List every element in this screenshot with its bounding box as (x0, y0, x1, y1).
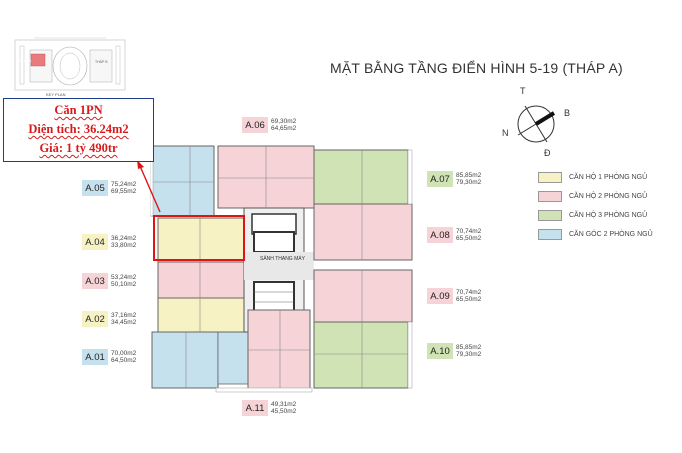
unit-code: A.07 (427, 171, 453, 187)
unit-gross-area: 49,31m2 (271, 400, 297, 408)
legend-label: CĂN HỘ 3 PHÒNG NGỦ (569, 212, 648, 219)
compass-b: B (564, 108, 571, 118)
compass-t: T (520, 86, 526, 96)
unit-net-area: 64,50m2 (111, 357, 137, 364)
unit-code: A.01 (82, 349, 108, 365)
unit-gross-area: 69,30m2 (271, 117, 297, 125)
promo-area: Diện tích: 36.24m2 (28, 122, 129, 136)
compass-icon (517, 105, 556, 143)
unit-gross-area: 36,24m2 (111, 234, 137, 242)
unit-net-area: 79,30m2 (456, 179, 482, 186)
promo-price: Giá: 1 tỷ 490tr (39, 141, 118, 155)
unit-code: A.06 (242, 117, 268, 133)
unit-code: A.03 (82, 273, 108, 289)
key-plan-label: KEY PLAN (46, 92, 66, 97)
unit-net-area: 45,50m2 (271, 408, 297, 415)
unit-code: A.04 (82, 234, 108, 250)
legend-label: CĂN HỘ 2 PHÒNG NGỦ (569, 193, 648, 200)
floor-plan-drawing (149, 145, 413, 393)
legend: CĂN HỘ 1 PHÒNG NGỦ CĂN HỘ 2 PHÒNG NGỦ CĂ… (538, 168, 653, 244)
legend-item: CĂN GÓC 2 PHÒNG NGỦ (538, 225, 653, 244)
unit-net-area: 65,50m2 (456, 296, 482, 303)
unit-code: A.08 (427, 227, 453, 243)
legend-swatch (538, 210, 562, 221)
unit-gross-area: 70,74m2 (456, 227, 482, 235)
compass-n: N (502, 128, 509, 138)
unit-net-area: 33,80m2 (111, 242, 137, 249)
legend-swatch (538, 191, 562, 202)
lobby-label: SẢNH THANG MÁY (260, 256, 305, 262)
unit-net-area: 69,55m2 (111, 188, 137, 195)
compass: T B N Đ (492, 84, 582, 164)
legend-swatch (538, 172, 562, 183)
legend-item: CĂN HỘ 1 PHÒNG NGỦ (538, 168, 653, 187)
unit-net-area: 79,30m2 (456, 351, 482, 358)
legend-item: CĂN HỘ 2 PHÒNG NGỦ (538, 187, 653, 206)
unit-net-area: 50,10m2 (111, 281, 137, 288)
key-plan-tower-a: THÁP A (19, 59, 32, 63)
legend-swatch (538, 229, 562, 240)
highlight-box-a04 (153, 215, 245, 261)
unit-gross-area: 75,24m2 (111, 180, 137, 188)
unit-gross-area: 85,85m2 (456, 171, 482, 179)
unit-gross-area: 53,24m2 (111, 273, 137, 281)
unit-code: A.10 (427, 343, 453, 359)
legend-item: CĂN HỘ 3 PHÒNG NGỦ (538, 206, 653, 225)
page-title: MẶT BẰNG TẦNG ĐIỂN HÌNH 5-19 (THÁP A) (330, 60, 623, 76)
unit-net-area: 34,45m2 (111, 319, 137, 326)
unit-code: A.05 (82, 180, 108, 196)
legend-label: CĂN HỘ 1 PHÒNG NGỦ (569, 174, 648, 181)
unit-code: A.09 (427, 288, 453, 304)
key-plan-tower-b: THÁP B (95, 60, 108, 64)
key-plan-drawing (14, 37, 126, 91)
unit-gross-area: 37,16m2 (111, 311, 137, 319)
unit-net-area: 64,65m2 (271, 125, 297, 132)
unit-gross-area: 85,85m2 (456, 343, 482, 351)
promo-box: Căn 1PN Diện tích: 36.24m2 Giá: 1 tỷ 490… (3, 98, 154, 162)
unit-gross-area: 70,00m2 (111, 349, 137, 357)
floor-plan: SẢNH THANG MÁY (149, 142, 422, 396)
unit-code: A.11 (242, 400, 268, 416)
compass-d: Đ (544, 148, 551, 158)
unit-net-area: 65,50m2 (456, 235, 482, 242)
key-plan: THÁP A THÁP B (14, 36, 126, 96)
legend-label: CĂN GÓC 2 PHÒNG NGỦ (569, 231, 653, 238)
unit-gross-area: 70,74m2 (456, 288, 482, 296)
promo-unit-type: Căn 1PN (54, 103, 103, 117)
unit-code: A.02 (82, 311, 108, 327)
